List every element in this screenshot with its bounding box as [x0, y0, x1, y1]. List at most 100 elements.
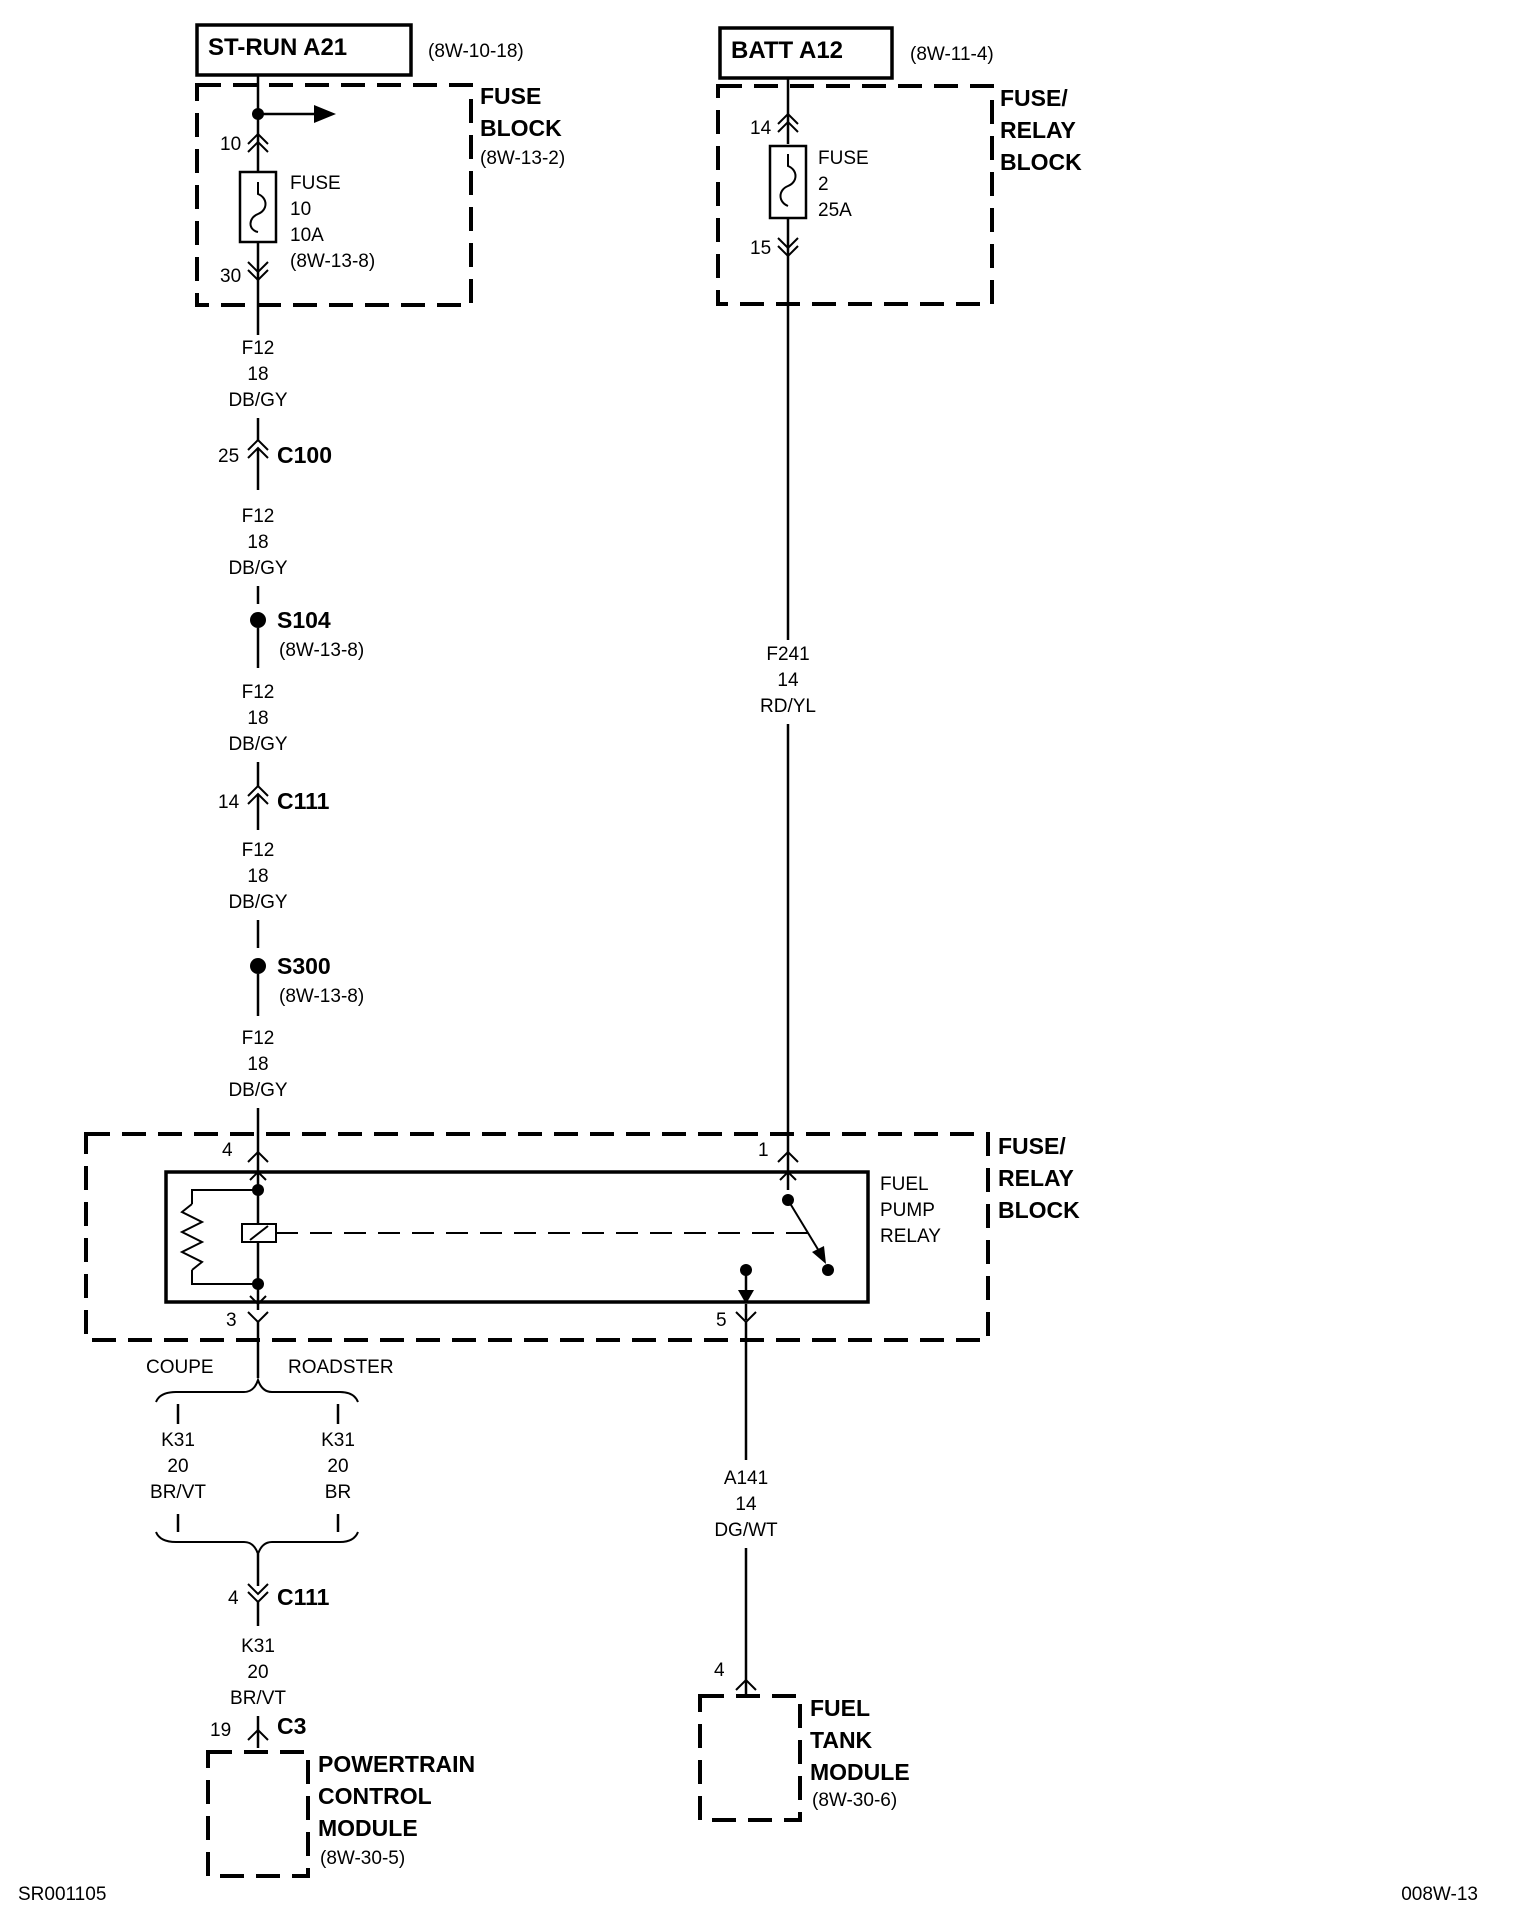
k31-coupe-color: BR/VT	[150, 1482, 206, 1503]
s104-name: S104	[277, 607, 331, 633]
wire-f12-segment-3: F12 18 DB/GY	[228, 682, 288, 786]
st-run-a21-source: ST-RUN A21 (8W-10-18)	[195, 23, 524, 77]
variant-split: COUPE ROADSTER K31 20 BR/VT K31 20 BR	[146, 1322, 394, 1586]
batt-a12-source: BATT A12 (8W-11-4)	[718, 26, 994, 80]
s104-ref: (8W-13-8)	[279, 640, 364, 661]
fuse-block-title-2: BLOCK	[480, 115, 562, 141]
k31-roadster-gauge: 20	[327, 1456, 348, 1477]
fuse-block-title-1: FUSE	[480, 83, 541, 109]
svg-text:DB/GY: DB/GY	[228, 390, 287, 411]
pcm-title-3: MODULE	[318, 1815, 418, 1841]
relay-label-1: FUEL	[880, 1174, 929, 1195]
c100-name: C100	[277, 442, 332, 468]
frb-bottom-title-3: BLOCK	[998, 1197, 1080, 1223]
svg-text:18: 18	[247, 1054, 268, 1075]
batt-ref: (8W-11-4)	[910, 44, 994, 65]
splice-dot-icon	[250, 958, 266, 974]
svg-text:F241: F241	[766, 644, 809, 665]
fuse-block-left: FUSE BLOCK (8W-13-2) 10 30 FUSE 10 10A (…	[195, 75, 565, 335]
svg-text:14: 14	[777, 670, 799, 691]
fuse2-pin-out: 15	[750, 238, 771, 259]
c3-name: C3	[277, 1713, 306, 1739]
wire-f241: F241 14 RD/YL	[760, 644, 816, 1162]
wire-a141: A141 14 DG/WT	[714, 1322, 778, 1680]
relay-label-2: PUMP	[880, 1200, 935, 1221]
frb-bottom-title-1: FUSE/	[998, 1133, 1066, 1159]
st-run-label: ST-RUN A21	[208, 34, 347, 61]
wire-f12-segment-4: F12 18 DB/GY	[228, 840, 288, 948]
connector-c100: 25 C100	[218, 438, 332, 490]
pcm-ref: (8W-30-5)	[320, 1848, 405, 1869]
frb-top-title-1: FUSE/	[1000, 85, 1068, 111]
pcm-title-1: POWERTRAIN	[318, 1751, 475, 1777]
c111-top-name: C111	[277, 788, 330, 814]
s300-ref: (8W-13-8)	[279, 986, 364, 1007]
connector-c111-bottom: 4 C111	[228, 1583, 330, 1626]
svg-text:20: 20	[247, 1662, 268, 1683]
variant-coupe: COUPE	[146, 1357, 214, 1378]
svg-text:14: 14	[735, 1494, 757, 1515]
wire-f12-segment-1: F12 18 DB/GY	[228, 338, 288, 440]
svg-text:DB/GY: DB/GY	[228, 734, 287, 755]
k31-coupe-circuit: K31	[161, 1430, 195, 1451]
powertrain-control-module: POWERTRAIN CONTROL MODULE (8W-30-5)	[206, 1750, 475, 1878]
fuse10-label-1: FUSE	[290, 173, 341, 194]
k31-roadster-circuit: K31	[321, 1430, 355, 1451]
svg-text:A141: A141	[724, 1468, 768, 1489]
arrow-right-icon	[314, 105, 336, 123]
pcm-title-2: CONTROL	[318, 1783, 432, 1809]
relay-pin-3: 3	[226, 1310, 237, 1331]
frb-top-title-3: BLOCK	[1000, 149, 1082, 175]
fuse10-pin-in: 10	[220, 134, 241, 155]
svg-text:18: 18	[247, 532, 268, 553]
fuel-pump-relay	[164, 1170, 870, 1304]
svg-text:F12: F12	[242, 682, 275, 703]
c111-top-pin: 14	[218, 792, 240, 813]
svg-text:F12: F12	[242, 1028, 275, 1049]
relay-pin-4: 4	[222, 1140, 233, 1161]
fuel-tank-title-2: TANK	[810, 1727, 873, 1753]
svg-text:F12: F12	[242, 840, 275, 861]
splice-s300: S300 (8W-13-8)	[250, 953, 364, 1016]
s300-name: S300	[277, 953, 331, 979]
footer-right-code: 008W-13	[1401, 1884, 1478, 1905]
svg-text:DB/GY: DB/GY	[228, 892, 287, 913]
fuel-tank-title-3: MODULE	[810, 1759, 910, 1785]
fuse-relay-block-top: FUSE/ RELAY BLOCK 14 15 FUSE 2 25A	[716, 78, 1082, 640]
svg-text:K31: K31	[241, 1636, 275, 1657]
svg-text:18: 18	[247, 866, 268, 887]
st-run-ref: (8W-10-18)	[428, 41, 524, 62]
fuel-tank-title-1: FUEL	[810, 1695, 870, 1721]
fuel-tank-ref: (8W-30-6)	[812, 1790, 897, 1811]
wire-f12-segment-5: F12 18 DB/GY	[228, 1028, 288, 1162]
frb-bottom-title-2: RELAY	[998, 1165, 1074, 1191]
connector-c111-top: 14 C111	[218, 784, 330, 830]
c111-bottom-name: C111	[277, 1584, 330, 1610]
frb-top-title-2: RELAY	[1000, 117, 1076, 143]
fuse2-label-2: 2	[818, 174, 829, 195]
svg-text:F12: F12	[242, 506, 275, 527]
splice-dot-icon	[250, 612, 266, 628]
fuse2-label-1: FUSE	[818, 148, 869, 169]
relay-label-3: RELAY	[880, 1226, 941, 1247]
svg-text:F12: F12	[242, 338, 275, 359]
svg-text:BR/VT: BR/VT	[230, 1688, 286, 1709]
svg-text:DG/WT: DG/WT	[714, 1520, 778, 1541]
svg-text:18: 18	[247, 708, 268, 729]
c100-pin: 25	[218, 446, 239, 467]
variant-roadster: ROADSTER	[288, 1357, 394, 1378]
fuel-tank-module: 4 FUEL TANK MODULE (8W-30-6)	[698, 1660, 910, 1822]
relay-pin-5: 5	[716, 1310, 727, 1331]
connector-c3: 19 C3	[210, 1713, 306, 1748]
fuse-block-ref: (8W-13-2)	[480, 148, 565, 169]
svg-text:DB/GY: DB/GY	[228, 558, 287, 579]
c111-bottom-pin: 4	[228, 1588, 239, 1609]
fuse10-ref: (8W-13-8)	[290, 251, 375, 272]
wire-f12-segment-2: F12 18 DB/GY	[228, 506, 288, 604]
svg-text:RD/YL: RD/YL	[760, 696, 816, 717]
svg-text:DB/GY: DB/GY	[228, 1080, 287, 1101]
wire-k31-out: K31 20 BR/VT	[230, 1636, 286, 1730]
k31-coupe-gauge: 20	[167, 1456, 188, 1477]
relay-pin-1: 1	[758, 1140, 769, 1161]
